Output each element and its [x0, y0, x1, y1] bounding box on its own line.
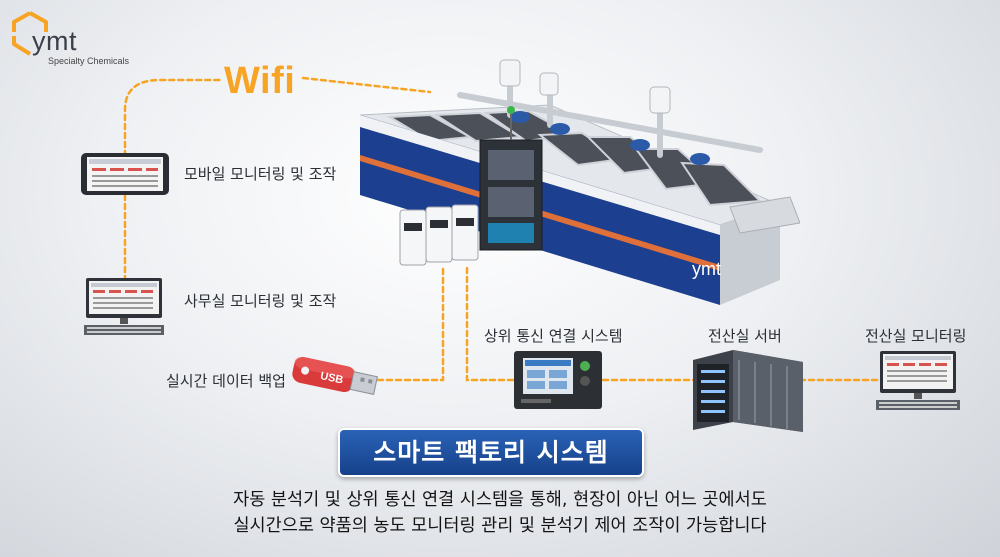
usb-backup-label: 실시간 데이터 백업: [166, 372, 286, 390]
machine-logo-text: ymt: [692, 259, 721, 279]
mobile-monitoring-label: 모바일 모니터링 및 조작: [184, 165, 337, 183]
office-computer-icon: [84, 278, 164, 335]
ymt-logo: ymt Specialty Chemicals: [10, 8, 150, 68]
wifi-link-line: [123, 78, 224, 167]
usb-link-line: [376, 266, 445, 382]
logo-subtitle: Specialty Chemicals: [48, 56, 130, 66]
page-title: 스마트 팩토리 시스템: [338, 428, 644, 477]
comm-link-line: [465, 266, 515, 382]
auto-analyzer-machine: ymt: [360, 59, 800, 305]
comm-system-label: 상위 통신 연결 시스템: [484, 327, 623, 345]
logo-name: ymt: [32, 26, 77, 56]
tablet-icon: [81, 153, 169, 195]
server-rack-icon: [693, 350, 803, 432]
caption-line-1: 자동 분석기 및 상위 통신 연결 시스템을 통해, 현장이 아닌 어느 곳에서…: [233, 490, 767, 510]
comm-controller-icon: [514, 351, 602, 409]
usb-drive-icon: USB: [292, 356, 378, 395]
hexagon-logo-icon: [12, 11, 48, 56]
caption-line-2: 실시간으로 약품의 농도 모니터링 관리 및 분석기 제어 조작이 가능합니다: [233, 516, 767, 536]
server-room-label: 전산실 서버: [708, 327, 782, 345]
office-monitoring-label: 사무실 모니터링 및 조작: [184, 292, 337, 310]
wifi-label: Wifi: [224, 60, 296, 102]
server-room-monitoring-label: 전산실 모니터링: [865, 327, 967, 345]
wifi-machine-line: [301, 76, 432, 94]
usb-text: USB: [319, 370, 344, 387]
server-monitor-computer-icon: [876, 351, 960, 410]
